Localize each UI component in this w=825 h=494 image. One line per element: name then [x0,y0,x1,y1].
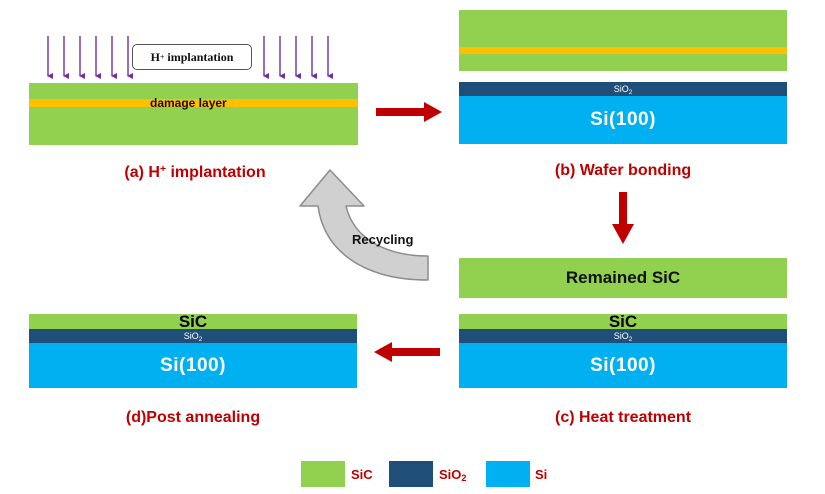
damage-layer-b [459,47,787,54]
legend-label-sic: SiC [351,467,373,482]
caption-a-rest: implantation [166,164,266,181]
remained-sic-label: Remained SiC [565,268,681,287]
implant-label-box: H+ implantation [132,44,252,70]
left-arrow-icon [374,342,440,362]
sic-wafer-b [459,10,787,71]
caption-a-main: (a) H [124,164,160,181]
sio2-layer-c: SiO2 [459,329,787,343]
legend-sio2-main: SiO [439,467,462,482]
sio2-layer-d: SiO2 [29,329,357,343]
implant-arrows-icon [47,36,333,79]
legend-label-sio2: SiO2 [439,467,467,483]
implant-label-rest: implantation [164,49,234,64]
right-arrow-icon [376,102,442,122]
legend-swatch-sio2 [389,461,433,487]
implant-label-main: H [150,49,160,64]
caption-a-sup: + [159,164,167,175]
damage-layer-label: damage layer [150,96,227,110]
sio2-label-b: SiO2 [613,83,633,96]
si-substrate-b: Si(100) [459,96,787,144]
curved-arrow-icon [299,169,429,281]
sic-thin-layer-d: SiC [29,312,357,331]
si-substrate-d: Si(100) [29,343,357,388]
caption-d: (d)Post annealing [125,409,261,426]
sio2-sub-c: 2 [628,335,633,343]
sio2-main-c: SiO [613,330,629,341]
sic-thin-layer-c: SiC [459,312,787,331]
damage-layer [29,99,358,107]
caption-b: (b) Wafer bonding [554,162,692,179]
sic-label-c: SiC [608,312,638,331]
si-substrate-c: Si(100) [459,343,787,388]
sio2-layer-b: SiO2 [459,82,787,96]
caption-a: (a) H+ implantation [90,164,300,182]
legend-swatch-si [486,461,530,487]
sic-label-d: SiC [178,312,208,331]
sio2-main-d: SiO [183,330,199,341]
caption-c: (c) Heat treatment [554,409,692,426]
sio2-label-d: SiO2 [183,330,203,343]
legend-sio2-sub: 2 [461,473,467,483]
sio2-sub-d: 2 [198,335,203,343]
legend-swatch-sic [301,461,345,487]
recycling-label: Recycling [352,232,414,247]
si-label-c: Si(100) [590,354,656,376]
sio2-main-b: SiO [613,83,629,94]
sio2-label-c: SiO2 [613,330,633,343]
legend-label-si: Si [535,467,548,482]
sic-wafer-a [29,83,358,145]
si-label-d: Si(100) [160,354,226,376]
sio2-sub-b: 2 [628,88,633,96]
down-arrow-icon [612,192,634,244]
remained-sic-wafer: Remained SiC [459,258,787,298]
si-label-b: Si(100) [590,109,656,130]
